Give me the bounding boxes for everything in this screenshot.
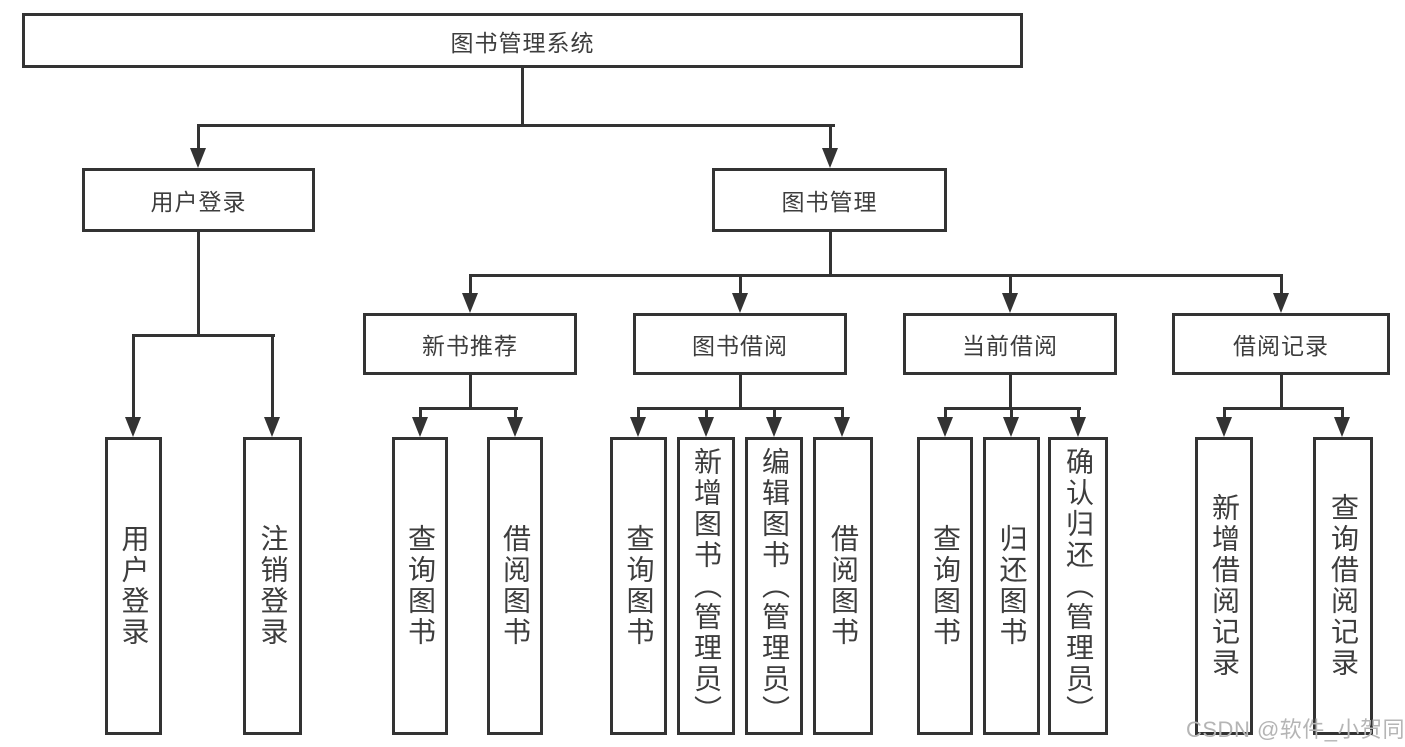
- node-borrow-record: 借阅记录: [1172, 313, 1390, 375]
- arrowhead-down: [1334, 417, 1350, 437]
- node-label: 新增图书（管理员）: [691, 446, 722, 726]
- node-label: 图书管理: [781, 189, 878, 215]
- node-label: 新书推荐: [422, 333, 518, 359]
- leaf-return-books: 归还图书: [983, 437, 1040, 735]
- connector-line: [705, 407, 708, 417]
- node-label: 借阅图书: [500, 524, 531, 648]
- csdn-watermark: CSDN @软件_小贺同学: [1186, 717, 1405, 742]
- node-user-login: 用户登录: [82, 168, 315, 232]
- node-label: 查询图书: [623, 524, 655, 648]
- connector-line: [829, 232, 832, 274]
- connector-line: [1223, 407, 1344, 410]
- arrowhead-down: [190, 148, 206, 168]
- node-label: 借阅记录: [1233, 333, 1329, 359]
- arrowhead-down: [1003, 417, 1019, 437]
- node-book-management: 图书管理: [712, 168, 947, 232]
- arrowhead-down: [1273, 293, 1289, 313]
- connector-line: [1223, 407, 1226, 417]
- arrowhead-down: [412, 417, 428, 437]
- leaf-query-books: 查询图书: [917, 437, 973, 735]
- node-label: 归还图书: [996, 524, 1028, 648]
- connector-line: [637, 407, 844, 410]
- arrowhead-down: [264, 417, 280, 437]
- connector-line: [739, 375, 742, 407]
- leaf-borrow-books: 借阅图书: [487, 437, 543, 735]
- connector-line: [521, 68, 524, 124]
- connector-line: [469, 274, 472, 293]
- node-book-borrow: 图书借阅: [633, 313, 847, 375]
- connector-line: [469, 375, 472, 407]
- leaf-query-books: 查询图书: [392, 437, 448, 735]
- arrowhead-down: [766, 417, 782, 437]
- leaf-query-books: 查询图书: [610, 437, 667, 735]
- leaf-add-borrow-record: 新增借阅记录: [1195, 437, 1253, 735]
- connector-line: [132, 334, 275, 337]
- node-label: 用户登录: [118, 524, 150, 648]
- node-label: 查询借阅记录: [1328, 493, 1359, 679]
- node-label: 注销登录: [257, 524, 289, 648]
- node-new-book-recommend: 新书推荐: [363, 313, 577, 375]
- connector-line: [197, 232, 200, 334]
- node-label: 查询图书: [405, 524, 436, 648]
- leaf-add-book-admin: 新增图书（管理员）: [677, 437, 735, 735]
- leaf-edit-book-admin: 编辑图书（管理员）: [745, 437, 803, 735]
- arrowhead-down: [462, 293, 478, 313]
- node-library-management-system: 图书管理系统: [22, 13, 1023, 68]
- connector-line: [1009, 274, 1012, 293]
- connector-line: [1010, 407, 1013, 417]
- leaf-query-borrow-record: 查询借阅记录: [1313, 437, 1373, 735]
- node-label: 用户登录: [150, 189, 247, 215]
- node-label: 查询图书: [930, 524, 961, 648]
- connector-line: [829, 124, 832, 148]
- arrowhead-down: [834, 417, 850, 437]
- node-label: 编辑图书（管理员）: [759, 446, 790, 726]
- connector-line: [197, 124, 835, 127]
- connector-line: [197, 124, 200, 148]
- arrowhead-down: [732, 293, 748, 313]
- arrowhead-down: [125, 417, 141, 437]
- arrowhead-down: [822, 148, 838, 168]
- connector-line: [469, 274, 1283, 277]
- connector-line: [419, 407, 422, 417]
- connector-line: [944, 407, 947, 417]
- connector-line: [1280, 274, 1283, 293]
- leaf-user-login: 用户登录: [105, 437, 162, 735]
- connector-line: [132, 334, 135, 417]
- connector-line: [1077, 407, 1080, 417]
- node-label: 借阅图书: [828, 524, 859, 648]
- connector-line: [514, 407, 517, 417]
- node-label: 确认归还（管理员）: [1063, 446, 1094, 726]
- connector-line: [1009, 375, 1012, 407]
- arrowhead-down: [1216, 417, 1232, 437]
- connector-line: [773, 407, 776, 417]
- leaf-borrow-books: 借阅图书: [813, 437, 873, 735]
- arrowhead-down: [698, 417, 714, 437]
- arrowhead-down: [937, 417, 953, 437]
- connector-line: [1280, 375, 1283, 407]
- node-label: 图书管理系统: [450, 29, 595, 56]
- connector-line: [419, 407, 518, 410]
- arrowhead-down: [1002, 293, 1018, 313]
- node-label: 新增借阅记录: [1209, 493, 1240, 679]
- node-current-borrow: 当前借阅: [903, 313, 1117, 375]
- arrowhead-down: [507, 417, 523, 437]
- connector-line: [271, 334, 274, 417]
- connector-line: [1341, 407, 1344, 417]
- arrowhead-down: [630, 417, 646, 437]
- node-label: 图书借阅: [692, 333, 788, 359]
- arrowhead-down: [1070, 417, 1086, 437]
- node-label: 当前借阅: [962, 333, 1058, 359]
- connector-line: [637, 407, 640, 417]
- leaf-logout: 注销登录: [243, 437, 302, 735]
- connector-line: [739, 274, 742, 293]
- leaf-confirm-return-admin: 确认归还（管理员）: [1048, 437, 1108, 735]
- connector-line: [841, 407, 844, 417]
